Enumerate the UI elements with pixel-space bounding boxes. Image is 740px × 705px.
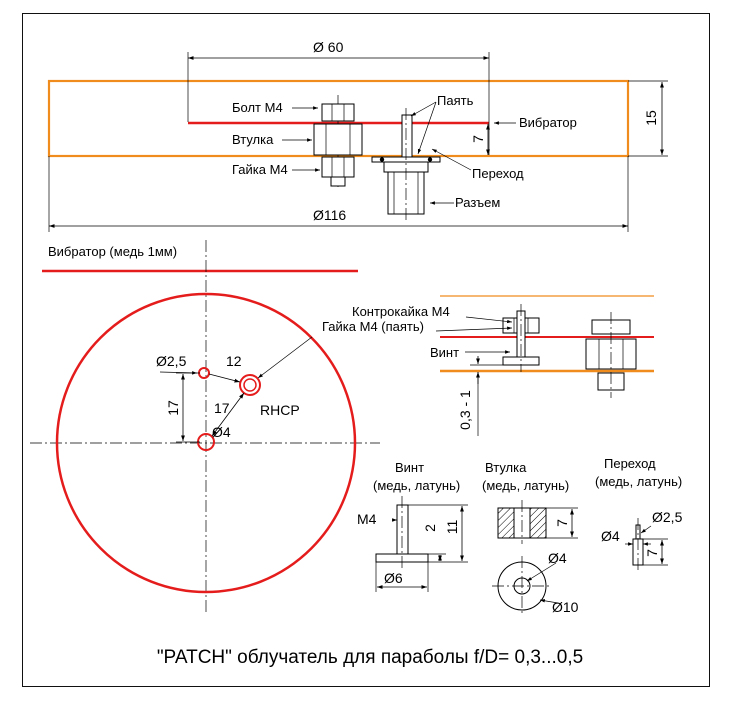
transition-material: (медь, латунь) — [595, 474, 682, 489]
screw-label-detail: Винт — [430, 345, 459, 360]
screw-m4: М4 — [357, 511, 377, 527]
gap-dim: 0,3 - 1 — [457, 390, 473, 430]
dim-diameter-116: Ø116 — [313, 207, 346, 223]
screw-dim-11: 11 — [444, 520, 460, 535]
sleeve-dim-10: Ø10 — [552, 599, 579, 615]
screw-title: Винт — [395, 460, 424, 475]
transition-dim-2-5: Ø2,5 — [652, 509, 683, 525]
dim-15: 15 — [643, 110, 659, 126]
section-view: Ø 60 7 15 Ø116 — [47, 39, 668, 232]
ground-plate — [47, 79, 630, 158]
drawing-frame — [22, 13, 710, 687]
dim-7: 7 — [470, 135, 486, 143]
part-transition: Переход (медь, латунь) Ø2,5 Ø4 7 — [595, 456, 683, 570]
dim-17-diagonal: 17 — [214, 400, 230, 416]
screw-material: (медь, латунь) — [373, 478, 460, 493]
vibrator-material-label: Вибратор (медь 1мм) — [48, 244, 177, 259]
transition-dim-4: Ø4 — [601, 528, 620, 544]
part-screw: Винт (медь, латунь) М4 2 11 Ø6 — [357, 460, 468, 592]
detail-view: Контрокайка М4 Гайка М4 (паять) Винт 0,3… — [322, 295, 654, 436]
screw-dim-2: 2 — [422, 524, 438, 532]
locknut-label: Контрокайка М4 — [352, 304, 450, 319]
transition-label: Переход — [472, 166, 524, 181]
bolt-label: Болт М4 — [232, 100, 283, 115]
nut-solder-label: Гайка М4 (паять) — [322, 319, 424, 334]
patch-disc — [55, 292, 357, 594]
patch-view: Ø2,5 12 17 17 Ø4 RHCP — [30, 240, 380, 612]
transition-title: Переход — [604, 456, 656, 471]
rhcp-label: RHCP — [260, 402, 300, 418]
dim-diameter-60: Ø 60 — [313, 39, 344, 55]
dim-12: 12 — [226, 353, 242, 369]
part-sleeve: Втулка (медь, латунь) 7 Ø4 Ø10 — [482, 460, 579, 616]
dim-diameter-4: Ø4 — [212, 424, 231, 440]
dim-diameter-2-5: Ø2,5 — [156, 353, 187, 369]
sleeve-material: (медь, латунь) — [482, 478, 569, 493]
sleeve-label: Втулка — [232, 132, 274, 147]
sleeve-dim-7: 7 — [554, 519, 570, 527]
solder-label: Паять — [437, 93, 474, 108]
sleeve-title: Втулка — [485, 460, 527, 475]
connector-label: Разъем — [455, 195, 500, 210]
dim-17-vertical: 17 — [165, 400, 181, 416]
nut-label: Гайка М4 — [232, 162, 288, 177]
screw-dim-6: Ø6 — [384, 570, 403, 586]
sleeve-dim-4: Ø4 — [548, 550, 567, 566]
vibrator-label: Вибратор — [519, 115, 577, 130]
drawing-title: "PATCH" облучатель для параболы f/D= 0,3… — [157, 647, 583, 668]
transition-dim-7: 7 — [644, 549, 660, 557]
